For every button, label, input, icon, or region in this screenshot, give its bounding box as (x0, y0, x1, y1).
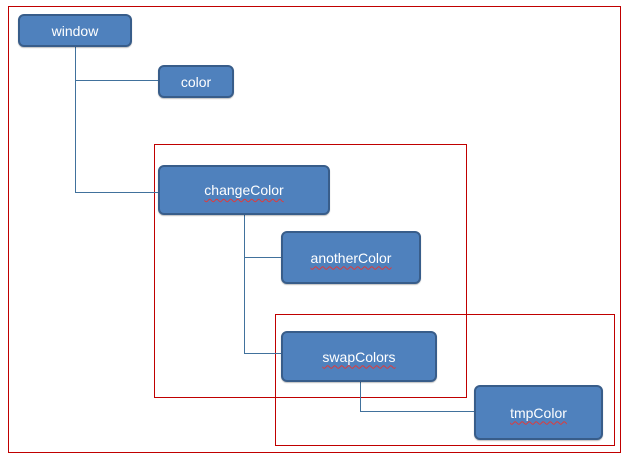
connector-window-changecolor (75, 192, 159, 193)
node-window-label: window (51, 22, 99, 39)
node-window: window (18, 14, 132, 47)
node-anothercolor-label: anotherColor (310, 249, 392, 266)
node-swapcolors: swapColors (281, 331, 437, 382)
connector-changecolor-swapcolors (244, 353, 282, 354)
global-scope-frame (8, 6, 621, 453)
connector-changecolor-trunk (244, 215, 245, 354)
connector-changecolor-anothercolor (244, 257, 282, 258)
node-changecolor: changeColor (158, 165, 330, 215)
node-swapcolors-label: swapColors (322, 348, 396, 365)
swapcolors-scope-frame (275, 314, 615, 446)
connector-window-color (75, 80, 159, 81)
node-anothercolor: anotherColor (281, 231, 421, 284)
node-changecolor-label: changeColor (204, 182, 284, 198)
node-color-label: color (180, 73, 212, 90)
changecolor-scope-frame (154, 144, 467, 398)
connector-window-trunk (75, 47, 76, 193)
node-tmpcolor-label: tmpColor (510, 404, 567, 421)
connector-swapcolors-trunk (360, 381, 361, 412)
connector-swapcolors-tmpcolor (360, 411, 475, 412)
node-color: color (158, 65, 234, 98)
node-tmpcolor: tmpColor (474, 385, 603, 440)
